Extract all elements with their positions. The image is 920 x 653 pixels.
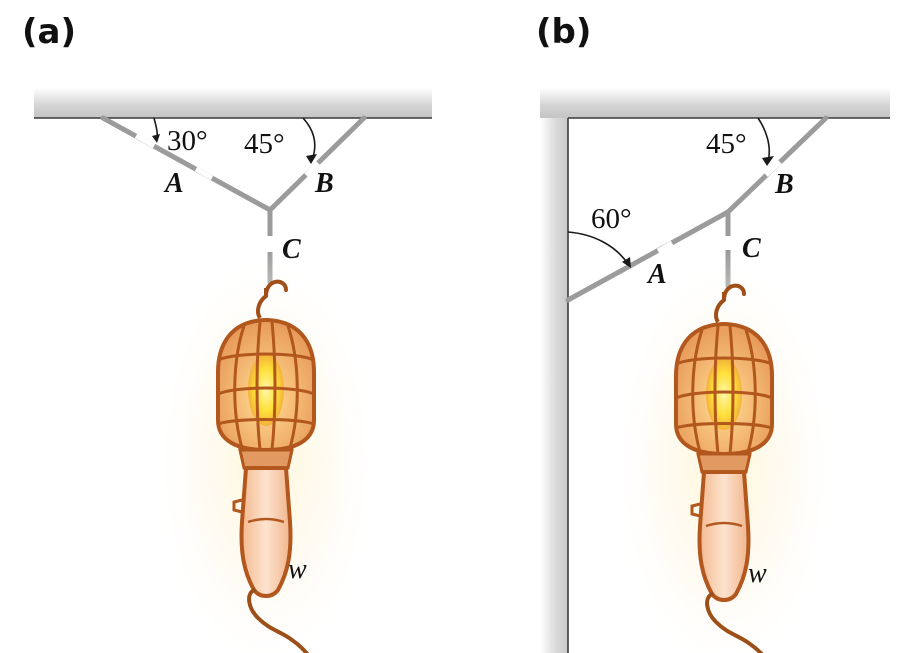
panel-a: (a) 30° 45° A B C w xyxy=(22,12,432,653)
wall-b xyxy=(540,118,568,653)
point-label-b: B xyxy=(774,169,794,200)
weight-label: w xyxy=(748,558,767,589)
panel-b: (b) 60° 45° A B C w xyxy=(536,12,890,653)
angle-arc-b xyxy=(302,117,316,161)
point-label-a: A xyxy=(163,168,184,199)
panel-b-label: (b) xyxy=(536,12,591,52)
point-label-a: A xyxy=(646,259,667,290)
angle-label-b: 45° xyxy=(706,128,747,160)
point-label-b: B xyxy=(314,168,334,199)
panel-a-label: (a) xyxy=(22,12,76,52)
angle-arc-b xyxy=(757,117,771,163)
weight-label: w xyxy=(288,554,307,585)
rope-a xyxy=(100,115,273,213)
lamp-icon xyxy=(607,249,841,653)
lamp-icon xyxy=(149,245,383,653)
ceiling-b xyxy=(540,88,890,118)
ceiling-a xyxy=(34,88,432,118)
angle-label-a: 30° xyxy=(167,125,208,157)
angle-label-a: 60° xyxy=(591,203,632,235)
angle-label-b: 45° xyxy=(244,128,285,160)
rope-a xyxy=(565,209,731,303)
angle-arc-a xyxy=(567,231,629,265)
